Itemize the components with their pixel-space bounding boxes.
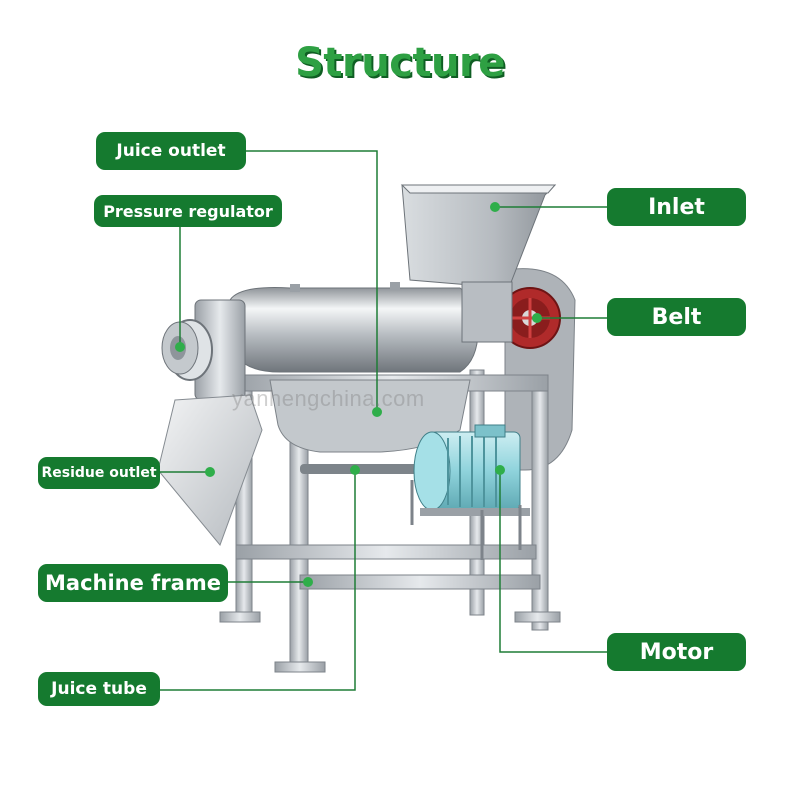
motor-mount [410, 480, 522, 560]
label-juice-outlet: Juice outlet [96, 132, 246, 170]
machine-frame-structure [219, 369, 561, 673]
label-inlet: Inlet [607, 188, 746, 226]
juice-tube-pipe [300, 464, 430, 474]
label-belt: Belt [607, 298, 746, 336]
label-juice-tube: Juice tube [38, 672, 160, 706]
label-residue-outlet: Residue outlet [38, 457, 160, 489]
label-machine-frame: Machine frame [38, 564, 228, 602]
press-drum [229, 282, 479, 373]
leader-dots [175, 202, 542, 587]
page-title: Structure [295, 40, 505, 86]
leader-lines [158, 150, 608, 691]
pressure-regulator-wheel [161, 319, 213, 381]
electric-motor [413, 424, 530, 516]
watermark-text: yanhengchina.com [232, 386, 425, 411]
inlet-hopper [400, 184, 557, 343]
label-motor: Motor [607, 633, 746, 671]
label-pressure-regulator: Pressure regulator [94, 195, 282, 227]
